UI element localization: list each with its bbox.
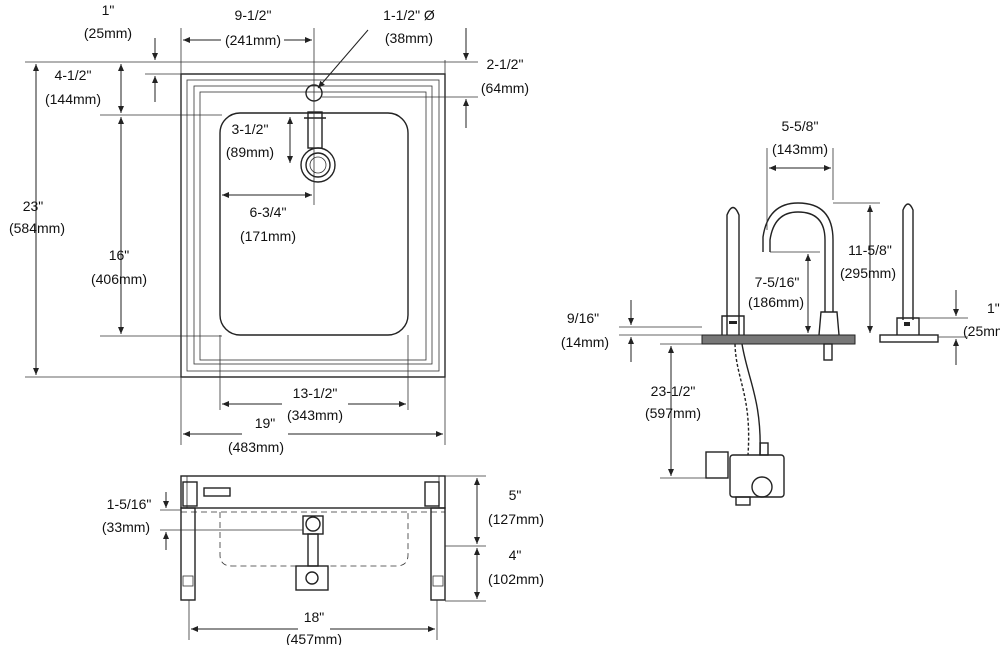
- dim-spout-reach-in: 5-5/8": [782, 118, 819, 134]
- dim-drain-hole-diameter-in: 1-1/2" Ø: [383, 7, 435, 23]
- dim-spout-height-mm: (295mm): [840, 265, 896, 281]
- dim-faucet-hole-setback-in: 2-1/2": [487, 56, 524, 72]
- front-view: 1-5/16" (33mm) 5" (127mm) 4" (102mm) 18"…: [102, 475, 544, 645]
- dim-deck-thickness-mm: (14mm): [561, 334, 609, 350]
- dim-overall-depth-in: 23": [23, 198, 44, 214]
- dim-sink-height-mm: (127mm): [488, 511, 544, 527]
- dim-leg-height-in: 4": [509, 547, 522, 563]
- dim-bowl-drop-mm: (33mm): [102, 519, 150, 535]
- dim-sensor-height-in: 1": [987, 300, 1000, 316]
- dim-spout-reach-mm: (143mm): [772, 141, 828, 157]
- dim-center-to-edge-in: 9-1/2": [235, 7, 272, 23]
- dim-sensor-height-mm: (25mm): [963, 323, 1000, 339]
- dim-drain-setback-in: 3-1/2": [232, 121, 269, 137]
- dim-drain-hole-diameter-mm: (38mm): [385, 30, 433, 46]
- mixing-valve: [705, 442, 785, 506]
- dim-drain-offset-mm: (171mm): [240, 228, 296, 244]
- top-view: 1" (25mm) 9-1/2" (241mm) 1-1/2" Ø (38mm)…: [9, 2, 529, 455]
- left-sensor-post: [721, 206, 745, 335]
- sensor-plate: [879, 334, 939, 343]
- deck: [701, 334, 856, 345]
- dim-bowl-width-in: 13-1/2": [293, 385, 338, 401]
- dim-rim-offset-mm: (25mm): [84, 25, 132, 41]
- right-sensor-post: [896, 203, 920, 335]
- dim-spout-clearance-mm: (186mm): [748, 294, 804, 310]
- dim-hose-length-mm: (597mm): [645, 405, 701, 421]
- dim-drain-offset-in: 6-3/4": [250, 204, 287, 220]
- dim-faucet-hole-setback-mm: (64mm): [481, 80, 529, 96]
- dim-overall-width-in: 19": [255, 415, 276, 431]
- leg-left: [180, 507, 196, 601]
- drain: [300, 111, 336, 183]
- dim-spout-clearance-in: 7-5/16": [755, 274, 800, 290]
- dim-bowl-depth-mm: (406mm): [91, 271, 147, 287]
- dim-hose-length-in: 23-1/2": [651, 383, 696, 399]
- dim-bowl-drop-in: 1-5/16": [107, 496, 152, 512]
- dim-front-to-bowl-mm: (144mm): [45, 91, 101, 107]
- dim-spout-height-in: 11-5/8": [848, 242, 892, 258]
- dim-drain-setback-mm: (89mm): [226, 144, 274, 160]
- dim-bowl-depth-in: 16": [109, 247, 130, 263]
- dim-center-to-edge-mm: (241mm): [225, 32, 281, 48]
- dim-sink-height-in: 5": [509, 487, 522, 503]
- dim-overall-width-mm: (483mm): [228, 439, 284, 455]
- sink-body-front: [180, 475, 446, 509]
- dim-deck-thickness-in: 9/16": [567, 310, 599, 326]
- dim-overall-depth-mm: (584mm): [9, 220, 65, 236]
- dim-leg-spacing-in: 18": [304, 609, 325, 625]
- dim-front-to-bowl-in: 4-1/2": [55, 67, 92, 83]
- dim-leg-spacing-mm: (457mm): [286, 631, 342, 645]
- faucet-view: 5-5/8" (143mm) 11-5/8" (295mm) 7-5/16" (…: [561, 118, 1000, 506]
- leg-right: [430, 507, 446, 601]
- dim-leg-height-mm: (102mm): [488, 571, 544, 587]
- hose: [734, 343, 761, 456]
- dim-rim-offset-in: 1": [102, 2, 115, 18]
- dim-bowl-width-mm: (343mm): [287, 407, 343, 423]
